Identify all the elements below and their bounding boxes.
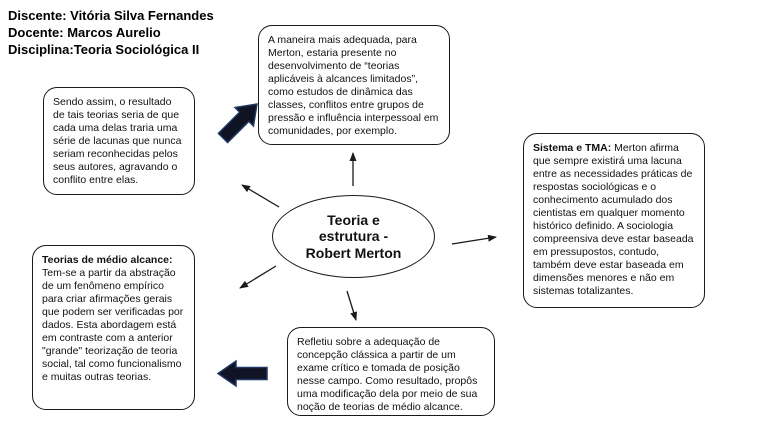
central-node-ellipse: Teoria e estrutura - Robert Merton	[272, 195, 435, 278]
node-right-lead: Sistema e TMA:	[533, 142, 612, 154]
central-node-label: Teoria e estrutura - Robert Merton	[305, 211, 402, 261]
node-bottom-center-box: Refletiu sobre a adequação de concepção …	[287, 327, 495, 416]
node-right-text: Merton afirma que sempre existirá uma la…	[533, 142, 694, 298]
arrow-down-to-bottom-center-box	[346, 290, 357, 321]
block-arrow-ne-icon	[217, 103, 258, 144]
arrow-nw-to-left-box	[241, 184, 280, 208]
header-info: Discente: Vitória Silva Fernandes Docent…	[8, 7, 214, 58]
header-discente: Discente: Vitória Silva Fernandes	[8, 8, 214, 23]
node-right-box: Sistema e TMA: Merton afirma que sempre …	[523, 133, 705, 308]
node-top-text: A maneira mais adequada, para Merton, es…	[268, 34, 439, 138]
node-bottom-left-box: Teorias de médio alcance: Tem-se a parti…	[32, 245, 195, 410]
header-docente: Docente: Marcos Aurelio	[8, 25, 161, 41]
node-bottom-center-text: Refletiu sobre a adequação de concepção …	[297, 336, 478, 414]
arrow-right-to-right-box	[451, 234, 497, 245]
header-disciplina: Disciplina:Teoria Sociológica II	[8, 42, 200, 58]
node-bottom-left-lead: Teorias de médio alcance:	[42, 254, 173, 266]
node-left-box: Sendo assim, o resultado de tais teorias…	[43, 87, 195, 195]
node-left-text: Sendo assim, o resultado de tais teorias…	[53, 96, 182, 187]
block-arrow-west-icon	[216, 359, 268, 388]
node-top-box: A maneira mais adequada, para Merton, es…	[258, 25, 450, 145]
arrow-sw-to-bottom-left-box	[239, 265, 277, 289]
node-bottom-left-text: Tem-se a partir da abstração de um fenôm…	[42, 267, 184, 384]
